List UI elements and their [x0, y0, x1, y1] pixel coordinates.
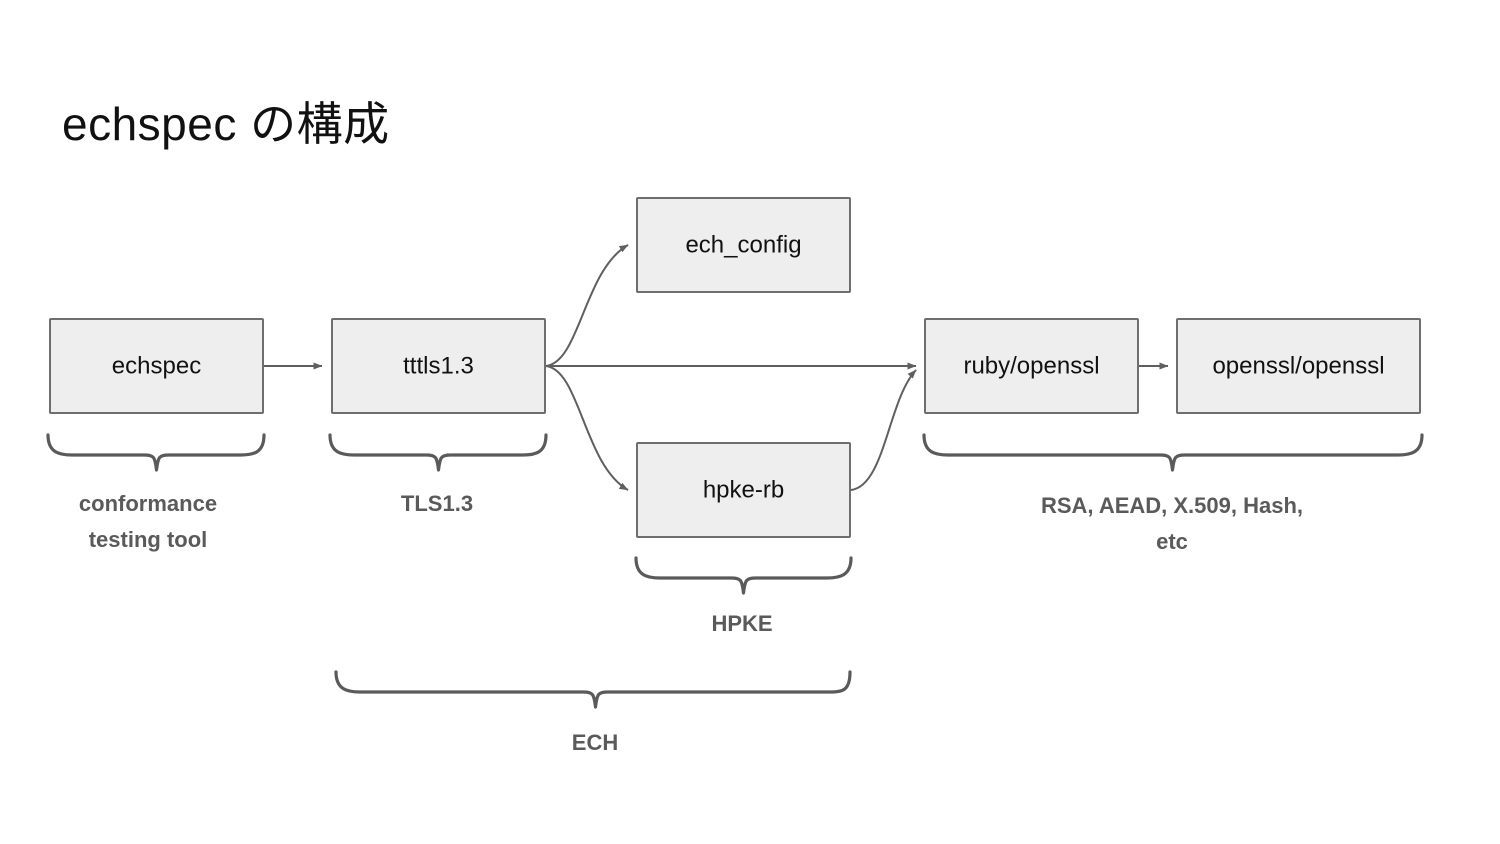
- brace-ech-curly: [334, 670, 852, 709]
- brace-conformance: conformance testing tool: [46, 433, 266, 552]
- node-ruby-openssl-box[interactable]: [924, 318, 1139, 414]
- brace-tls13: TLS1.3: [328, 433, 548, 516]
- brace-tls13-label-line1: TLS1.3: [401, 491, 473, 516]
- brace-crypto-label-line2: etc: [1156, 529, 1188, 554]
- node-tttls13[interactable]: tttls1.3: [331, 318, 546, 414]
- node-echspec[interactable]: echspec: [49, 318, 264, 414]
- brace-tls13-curly: [328, 433, 548, 472]
- edge-hpke-rb-to-ruby-openssl: [850, 369, 917, 491]
- node-openssl-openssl-label: openssl/openssl: [1212, 352, 1384, 379]
- node-echspec-box[interactable]: [49, 318, 264, 414]
- node-hpke-rb-label: hpke-rb: [703, 476, 784, 503]
- brace-crypto-curly: [922, 433, 1424, 472]
- page-title: echspec の構成: [62, 98, 390, 150]
- node-hpke-rb[interactable]: hpke-rb: [636, 442, 851, 538]
- diagram-edges: [263, 244, 1169, 491]
- brace-hpke: HPKE: [634, 556, 853, 636]
- brace-hpke-label-line1: HPKE: [711, 611, 772, 636]
- edge-tttls13-to-hpke-rb: [545, 365, 629, 491]
- node-hpke-rb-box[interactable]: [636, 442, 851, 538]
- node-ech-config[interactable]: ech_config: [636, 197, 851, 293]
- node-openssl-openssl[interactable]: openssl/openssl: [1176, 318, 1421, 414]
- node-tttls13-label: tttls1.3: [403, 352, 474, 379]
- brace-conformance-curly: [46, 433, 266, 472]
- brace-conformance-label-line1: conformance: [79, 491, 217, 516]
- brace-ech-label-line1: ECH: [572, 730, 618, 755]
- brace-ech: ECH: [334, 670, 852, 755]
- brace-crypto: RSA, AEAD, X.509, Hash, etc: [922, 433, 1424, 554]
- node-ech-config-label: ech_config: [685, 231, 801, 258]
- node-echspec-label: echspec: [112, 352, 201, 379]
- node-ech-config-box[interactable]: [636, 197, 851, 293]
- node-ruby-openssl[interactable]: ruby/openssl: [924, 318, 1139, 414]
- node-tttls13-box[interactable]: [331, 318, 546, 414]
- brace-conformance-label-line2: testing tool: [89, 527, 208, 552]
- brace-crypto-label-line1: RSA, AEAD, X.509, Hash,: [1041, 493, 1303, 518]
- edge-tttls13-to-ech-config: [545, 244, 629, 367]
- node-openssl-openssl-box[interactable]: [1176, 318, 1421, 414]
- brace-hpke-curly: [634, 556, 853, 595]
- node-ruby-openssl-label: ruby/openssl: [963, 352, 1099, 379]
